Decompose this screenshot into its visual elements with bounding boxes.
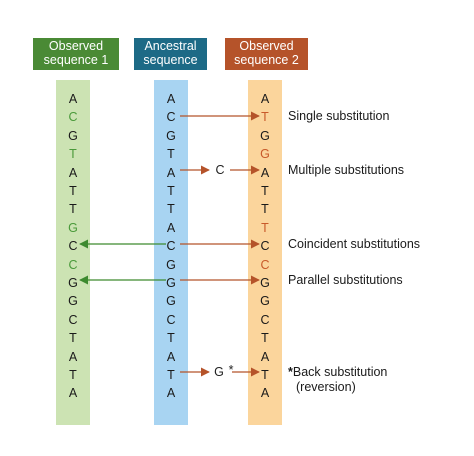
observed-1-base: C [68,312,78,327]
observed-2-base: T [261,331,269,346]
ancestral-sequence-header: Ancestral sequence [134,38,207,70]
coincident-substitutions-label: Coincident substitutions [288,237,421,251]
observed-2-base: C [260,239,270,254]
ancestral-base: A [166,386,176,401]
parallel-substitutions-label: Parallel substitutions [288,273,403,287]
ancestral-base: G [166,276,176,290]
observed-1-base: A [68,165,78,180]
observed-2-base: A [260,165,270,180]
observed-1-base: T [69,368,77,382]
ancestral-base: T [167,147,175,162]
ancestral-base: C [166,312,176,327]
observed-2-base: T [261,110,269,125]
observed-1-base: T [69,147,77,162]
ancestral-base: A [166,92,176,106]
observed-1-base: A [68,92,78,106]
observed-1-base: G [68,294,78,309]
ancestral-base: T [167,368,175,382]
observed-1-base: C [68,239,78,254]
back-intermediate-star: * [228,363,234,377]
observed-2-base: T [261,184,269,198]
ancestral-base: G [166,128,176,143]
back-substitution-star: * [288,365,293,379]
observed-2-base: A [260,349,270,364]
observed-2-base: A [260,92,270,106]
observed-1-base: A [68,349,78,364]
ancestral-base: T [167,331,175,346]
observed-2-base: G [260,294,270,309]
observed-1-base: C [68,110,78,125]
ancestral-base: A [166,220,176,235]
back-substitution-line1: Back substitution [292,365,388,379]
ancestral-base: A [166,349,176,364]
observed-1-base: G [68,220,78,235]
ancestral-base: G [166,257,176,272]
observed-sequence-2-header-line1: Observed [239,39,294,53]
observed-2-base: T [261,368,269,382]
multiple-intermediate-base: C [215,163,225,177]
observed-1-base: G [68,128,78,143]
observed-1-base: A [68,386,78,401]
ancestral-base: G [166,294,176,309]
observed-1-base: T [69,184,77,198]
observed-sequence-1-header-line2: sequence 1 [43,53,109,67]
observed-1-base: G [68,276,78,290]
observed-sequence-1-header: Observed sequence 1 [33,38,119,70]
observed-2-base: A [260,386,270,401]
single-substitution-label: Single substitution [288,109,390,123]
ancestral-base: T [167,202,175,217]
ancestral-base: T [167,184,175,198]
back-substitution-label: *Back substitution [288,365,387,379]
observed-sequence-2-header-line2: sequence 2 [234,53,299,67]
observed-2-base: T [261,202,269,217]
ancestral-base: C [166,239,176,254]
observed-2-base: C [260,312,270,327]
ancestral-base: A [166,165,176,180]
observed-1-base: T [69,202,77,217]
observed-sequence-2-header: Observed sequence 2 [225,38,308,70]
reversion-label: (reversion) [296,380,356,394]
observed-2-base: G [260,128,270,143]
observed-2-base: G [260,276,270,290]
observed-1-base: T [69,331,77,346]
ancestral-sequence-header-line1: Ancestral [144,39,197,53]
observed-2-base: C [260,257,270,272]
observed-1-base: C [68,257,78,272]
back-intermediate-base: G [214,365,224,379]
multiple-substitutions-label: Multiple substitutions [288,163,405,177]
observed-sequence-1-header-line1: Observed [48,39,104,53]
ancestral-sequence-header-line2: sequence [143,53,198,67]
observed-2-base: T [261,220,269,235]
observed-2-base: G [260,147,270,162]
ancestral-base: C [166,110,176,125]
